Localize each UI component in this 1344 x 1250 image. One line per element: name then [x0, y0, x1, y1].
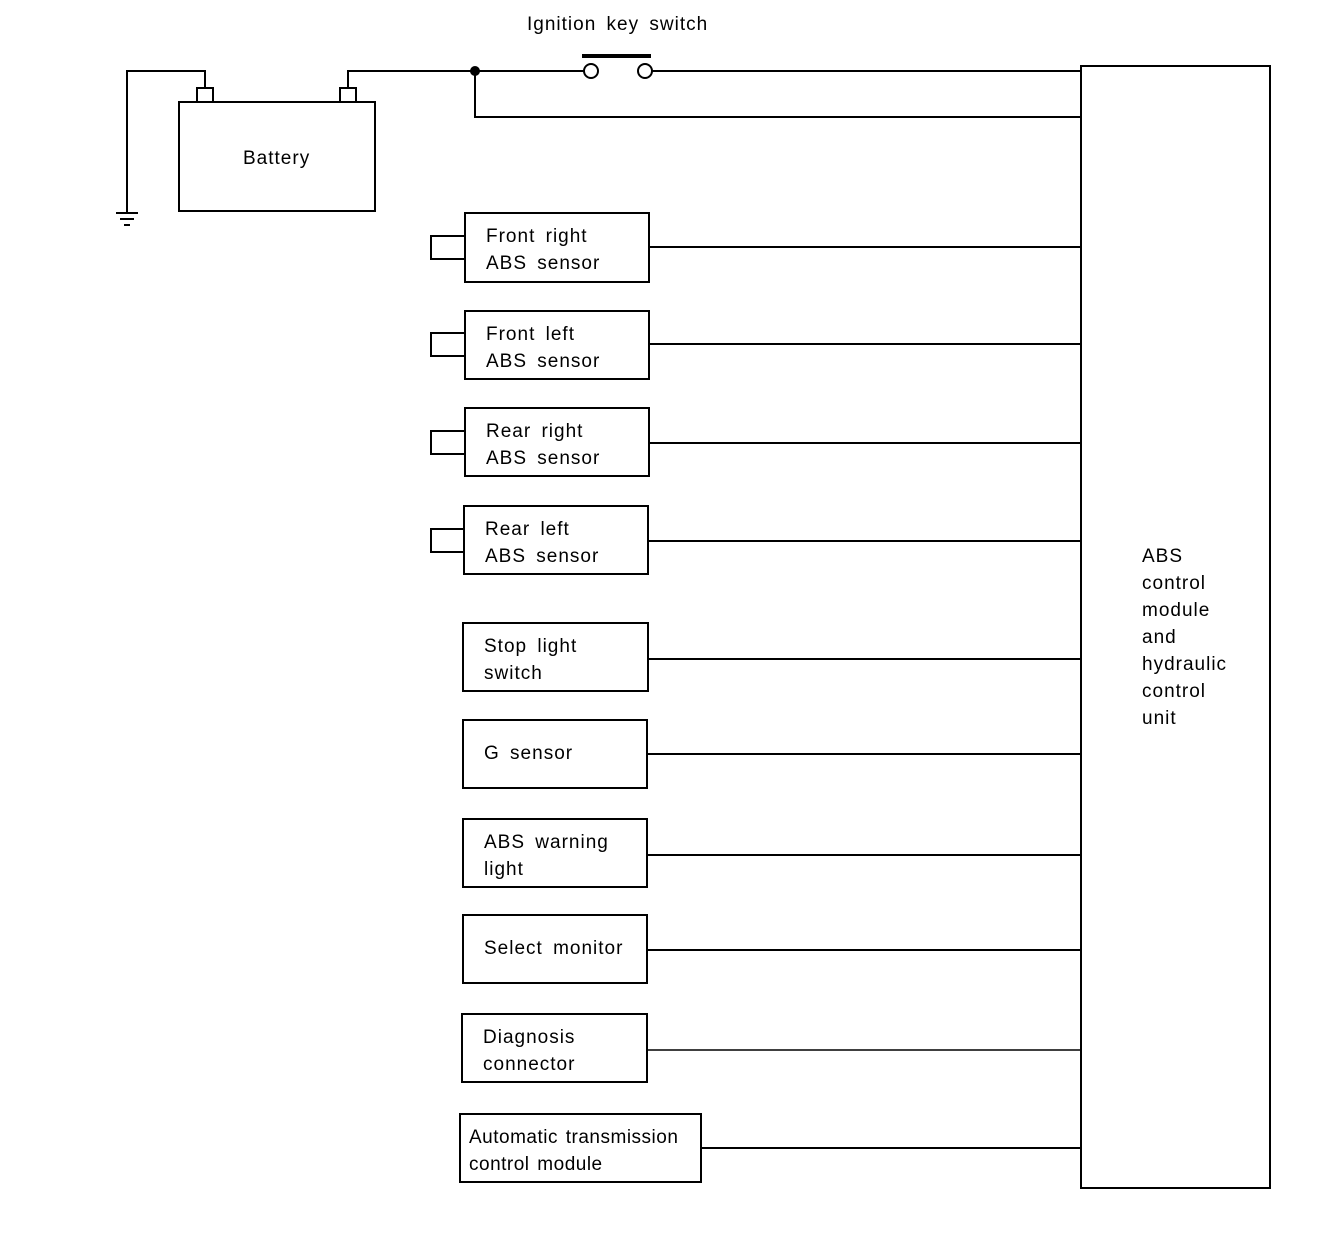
ground-wire [126, 70, 206, 213]
sensor-connector-icon [430, 528, 464, 553]
abs-warning-light: ABS warning light [462, 818, 648, 888]
rear-right-abs-sensor: Rear right ABS sensor [464, 407, 650, 477]
sensor-connector-icon [430, 430, 464, 455]
direct-battery-wire [474, 71, 1082, 118]
battery-label: Battery [243, 148, 311, 169]
automatic-transmission-control-module-label: Automatic transmission control module [469, 1127, 679, 1175]
select-monitor-label: Select monitor [484, 938, 624, 959]
diagnosis-connector: Diagnosis connector [461, 1013, 648, 1083]
battery-positive-terminal [339, 87, 357, 103]
front-right-abs-sensor: Front right ABS sensor [464, 212, 650, 283]
switch-contact-icon [583, 63, 599, 79]
control-unit-label: ABS control module and hydraulic control… [1142, 546, 1228, 729]
rear-right-abs-sensor-label: Rear right ABS sensor [486, 421, 601, 469]
battery-negative-terminal [196, 87, 214, 103]
g-sensor-label: G sensor [484, 743, 574, 764]
sensor-connector-icon [430, 235, 464, 260]
front-left-abs-sensor: Front left ABS sensor [464, 310, 650, 380]
ground-icon [116, 212, 138, 226]
switch-contact-icon [637, 63, 653, 79]
ignition-switch-label: Ignition key switch [527, 14, 709, 35]
front-right-abs-sensor-label: Front right ABS sensor [486, 226, 601, 274]
diagnosis-connector-label: Diagnosis connector [483, 1027, 576, 1075]
sensor-connector-icon [430, 332, 464, 357]
junction-dot [470, 66, 480, 76]
front-left-abs-sensor-label: Front left ABS sensor [486, 324, 601, 372]
battery: Battery [178, 101, 376, 212]
rear-left-abs-sensor-label: Rear left ABS sensor [485, 519, 600, 567]
battery-positive-wire [347, 70, 475, 87]
stop-light-switch: Stop light switch [462, 622, 649, 692]
g-sensor: G sensor [462, 719, 648, 789]
abs-warning-light-label: ABS warning light [484, 832, 609, 880]
automatic-transmission-control-module: Automatic transmission control module [459, 1113, 702, 1183]
rear-left-abs-sensor: Rear left ABS sensor [463, 505, 649, 575]
select-monitor: Select monitor [462, 914, 648, 984]
control-unit-outline [1080, 65, 1271, 1189]
stop-light-switch-label: Stop light switch [484, 636, 578, 684]
